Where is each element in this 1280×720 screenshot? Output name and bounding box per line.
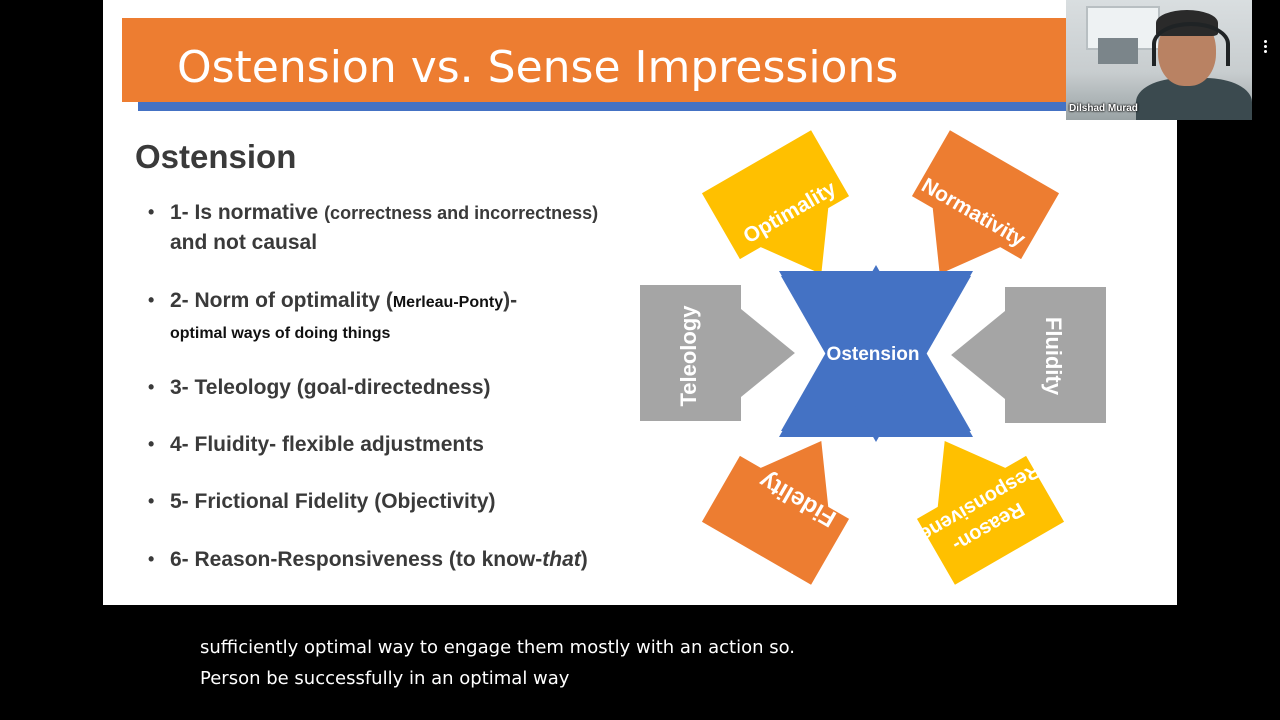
background-printer xyxy=(1098,38,1138,64)
presentation-slide: Ostension vs. Sense Impressions Ostensio… xyxy=(103,0,1177,605)
reason-responsiveness-arrow xyxy=(911,435,1070,591)
teleology-arrow xyxy=(636,281,802,425)
title-underline xyxy=(138,101,1138,111)
bullet-dot: • xyxy=(148,491,155,511)
caption-line-2: Person be successfully in an optimal way xyxy=(200,668,570,689)
title-bar xyxy=(122,18,1122,102)
fluidity-arrow xyxy=(944,283,1110,427)
caption-line-1: sufficiently optimal way to engage them … xyxy=(200,637,796,658)
optimality-arrow xyxy=(696,124,855,280)
bullet-dot: • xyxy=(148,549,155,569)
ostension-star xyxy=(779,265,973,442)
participant-video[interactable]: Dilshad Murad xyxy=(1066,0,1252,120)
slide-title: Ostension vs. Sense Impressions xyxy=(177,42,899,93)
bullet-dot: • xyxy=(148,377,155,397)
participant-name: Dilshad Murad xyxy=(1069,103,1138,114)
more-options-icon[interactable] xyxy=(1264,40,1267,54)
label-fluidity: Fluidity xyxy=(1041,316,1066,396)
center-label: Ostension xyxy=(826,344,920,365)
fidelity-arrow xyxy=(696,435,855,591)
label-teleology: Teleology xyxy=(676,305,701,407)
diagram-svg xyxy=(636,124,1110,591)
normativity-arrow xyxy=(906,124,1065,280)
ostension-diagram: Ostension Optimality Normativity Teleolo… xyxy=(623,115,1123,605)
bullet-dot: • xyxy=(148,434,155,454)
bullet-dot: • xyxy=(148,202,155,222)
bullet-dot: • xyxy=(148,290,155,310)
headset-icon xyxy=(1152,22,1230,66)
section-heading: Ostension xyxy=(135,138,297,175)
